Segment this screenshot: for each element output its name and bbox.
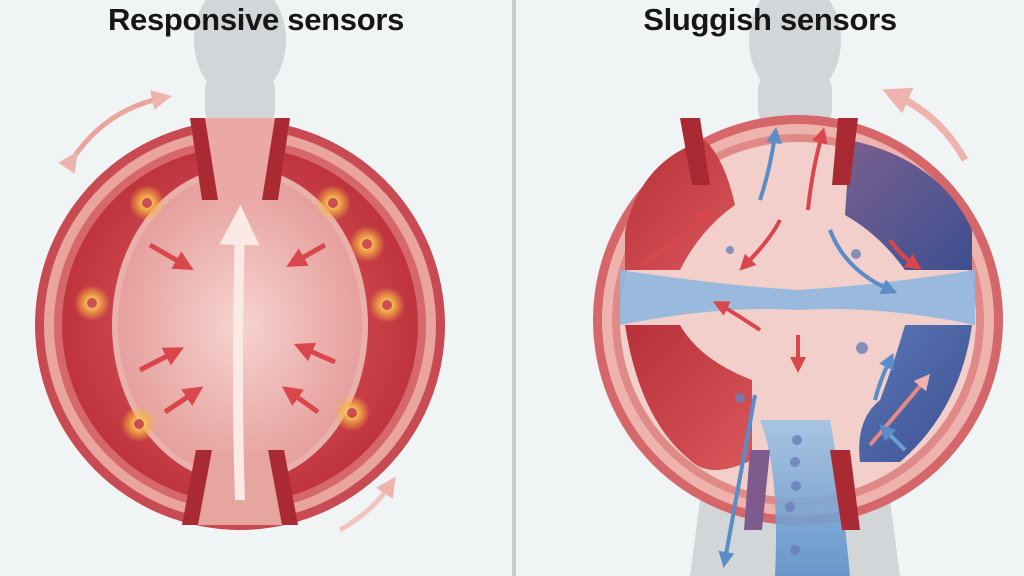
sluggish-sensors-panel: Sluggish sensors — [516, 0, 1024, 576]
body-silhouette — [194, 0, 286, 130]
flow-arrows — [638, 127, 931, 568]
sensor-glows — [74, 185, 405, 442]
responsive-sensors-panel: Responsive sensors — [35, 0, 445, 533]
panel-title-sluggish: Sluggish sensors — [643, 2, 897, 37]
responsive-sensors-illustration — [35, 0, 445, 533]
panel-title-responsive: Responsive sensors — [107, 2, 405, 37]
inward-arrows — [138, 242, 337, 415]
sluggish-sensors-illustration — [593, 0, 1003, 576]
particles — [726, 246, 868, 555]
panel-divider — [512, 0, 516, 576]
